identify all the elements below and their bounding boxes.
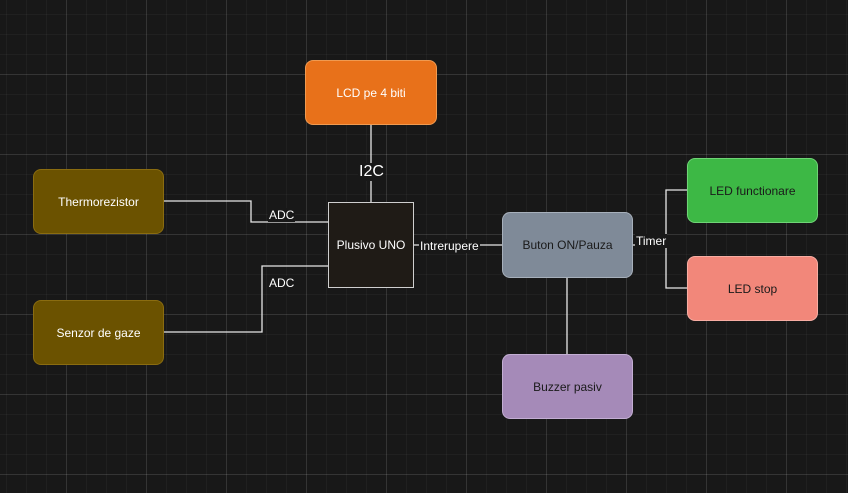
mcu-node-label: Plusivo UNO <box>336 238 406 252</box>
edge-label-adc-gas: ADC <box>268 276 296 290</box>
edge-label-intrerupere: Intrerupere <box>419 239 480 253</box>
edge-button-led-stop <box>665 245 687 289</box>
lcd-node-label: LCD pe 4 biti <box>336 85 406 100</box>
lcd-node[interactable]: LCD pe 4 biti <box>305 60 437 125</box>
led-stop-node[interactable]: LED stop <box>687 256 818 321</box>
gas-sensor-node[interactable]: Senzor de gaze <box>33 300 164 365</box>
edge-thermistor-mcu <box>164 200 328 223</box>
led-on-node-label: LED functionare <box>709 183 796 198</box>
led-on-node[interactable]: LED functionare <box>687 158 818 223</box>
edge-label-timer: Timer <box>635 234 668 248</box>
thermistor-node-label: Thermorezistor <box>58 194 139 209</box>
button-node[interactable]: Buton ON/Pauza <box>502 212 633 278</box>
buzzer-node-label: Buzzer pasiv <box>533 379 602 394</box>
led-stop-node-label: LED stop <box>727 281 778 296</box>
mcu-node[interactable]: Plusivo UNO <box>328 202 414 288</box>
edge-label-adc-thermistor: ADC <box>268 208 296 222</box>
gas-sensor-node-label: Senzor de gaze <box>56 325 141 340</box>
buzzer-node[interactable]: Buzzer pasiv <box>502 354 633 419</box>
button-node-label: Buton ON/Pauza <box>522 238 613 252</box>
thermistor-node[interactable]: Thermorezistor <box>33 169 164 234</box>
edge-gas-mcu <box>164 265 328 333</box>
edge-label-i2c: I2C <box>358 163 385 181</box>
